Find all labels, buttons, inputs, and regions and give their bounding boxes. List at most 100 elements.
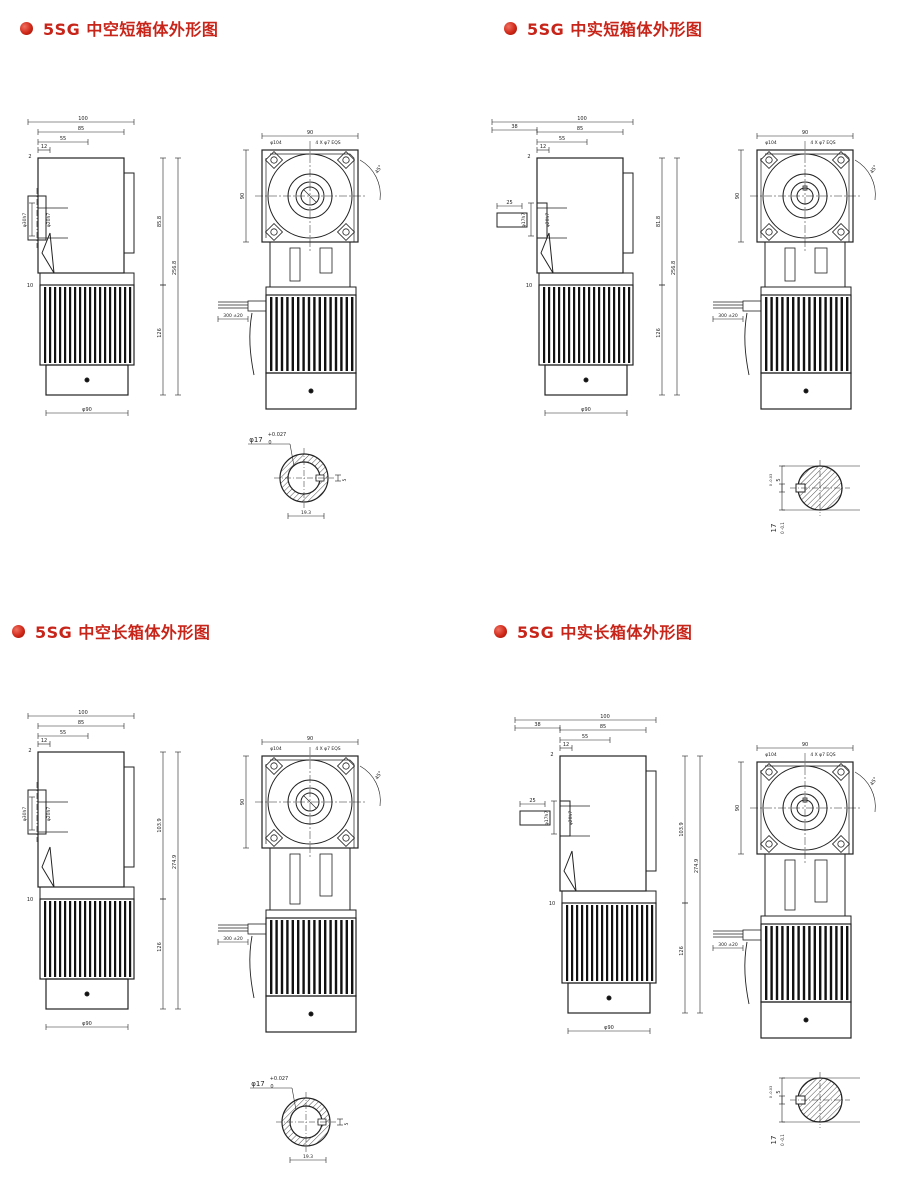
motor-fin: [835, 926, 838, 1000]
motor-fin: [313, 920, 316, 994]
dimension-label: φ20h7: [46, 213, 52, 228]
bolt-hole-outline: [831, 222, 851, 242]
dimension-label: 256.8: [671, 261, 677, 275]
dimension-label: 55: [559, 136, 565, 142]
drawing-circle: [342, 156, 350, 164]
dimension-label: 12: [563, 742, 569, 748]
drawing-line: [303, 189, 317, 203]
motor-fin: [628, 287, 631, 363]
drawing-outline: [247, 300, 267, 312]
drawing-outline: [622, 172, 634, 254]
motor-fin: [44, 901, 47, 977]
motor-fin: [334, 297, 338, 371]
motor-fin: [318, 920, 321, 994]
drawing-circle: [837, 156, 845, 164]
dimension-label: 12: [41, 738, 47, 744]
drawing-circle: [342, 762, 350, 770]
drawing-outline: [269, 241, 351, 288]
dimension-label: φ90: [82, 407, 92, 413]
drawing-circle: [837, 840, 845, 848]
motor-fin: [109, 901, 112, 977]
motor-fin: [568, 287, 571, 363]
dimension-label: 90: [240, 193, 246, 199]
motor-fin: [307, 920, 311, 994]
section-title-hollow-long: 5SG 中空长箱体外形图: [12, 619, 210, 643]
drawing-circle: [295, 787, 325, 817]
motor-fin: [792, 926, 795, 1000]
bolt-hole-icon: [336, 828, 356, 848]
motor-fin: [636, 905, 639, 981]
drawing-outline: [45, 364, 129, 396]
motor-fin: [631, 905, 634, 981]
cable-lead: [249, 935, 255, 999]
angle-arc: [359, 159, 381, 201]
motor-fin: [813, 926, 816, 1000]
dimension-label: φ104: [270, 140, 282, 146]
motor-fin: [835, 297, 838, 371]
bolt-hole-outline: [264, 150, 284, 170]
motor-fin: [345, 920, 348, 994]
motor-fin: [89, 287, 92, 363]
motor-fin: [54, 287, 57, 363]
drawing-circle: [803, 388, 809, 394]
dimension-label: φ20h7: [568, 811, 574, 826]
motor-fin: [64, 287, 67, 363]
dimension-label: 300 ±20: [223, 313, 243, 319]
motor-fin: [819, 926, 822, 1000]
bolt-hole-icon: [759, 762, 779, 782]
motor-fin: [846, 297, 849, 371]
bolt-hole-outline: [831, 834, 851, 854]
bolt-hole-icon: [831, 150, 851, 170]
dimension-label: 100: [78, 116, 88, 122]
motor-fin: [286, 920, 289, 994]
drawing-circle: [803, 1017, 809, 1023]
angle-arc: [854, 159, 876, 201]
drawing-circle: [837, 228, 845, 236]
dimension-label: 90: [240, 799, 246, 805]
drawing-circle: [270, 228, 278, 236]
motor-fin: [588, 287, 591, 363]
dimension-label: 100: [600, 714, 610, 720]
motor-fin: [616, 905, 619, 981]
motor-fin: [576, 905, 579, 981]
motor-fin: [808, 297, 811, 371]
dimension-label: 126: [656, 328, 662, 338]
motor-fin: [129, 901, 132, 977]
drawing-circle: [762, 765, 848, 851]
dimension-label: 103.9: [157, 818, 163, 832]
motor-fin: [824, 926, 827, 1000]
motor-fin: [114, 901, 117, 977]
dimension-label: φ20h7: [545, 213, 551, 228]
motor-fin: [69, 287, 72, 363]
neck-shape: [41, 846, 55, 888]
drawing-outline: [764, 853, 846, 917]
drawing-outline: [645, 770, 657, 872]
drawing-outline: [289, 247, 301, 282]
motor-fin: [819, 297, 822, 371]
motor-fin: [99, 287, 102, 363]
bullet-icon: [12, 624, 25, 638]
motor-fin: [119, 901, 122, 977]
motor-fin: [618, 287, 621, 363]
drawing-outline: [742, 300, 762, 312]
drawing-outline: [45, 978, 129, 1010]
motor-fin: [302, 920, 305, 994]
motor-fin: [297, 297, 300, 371]
dimension-label: 0 -0.1: [780, 1134, 785, 1146]
drawing-line: [291, 1087, 297, 1111]
motor-fin: [613, 287, 616, 363]
neck-shape: [563, 850, 577, 892]
dimension-label: 85: [577, 126, 583, 132]
motor-fin: [89, 901, 92, 977]
dimension-label: 45°: [869, 164, 879, 175]
drawing-circle: [270, 762, 278, 770]
motor-fin: [69, 901, 72, 977]
motor-fin: [318, 297, 321, 371]
motor-fin: [608, 287, 611, 363]
cable-lead: [249, 312, 255, 376]
motor-fin: [781, 926, 784, 1000]
